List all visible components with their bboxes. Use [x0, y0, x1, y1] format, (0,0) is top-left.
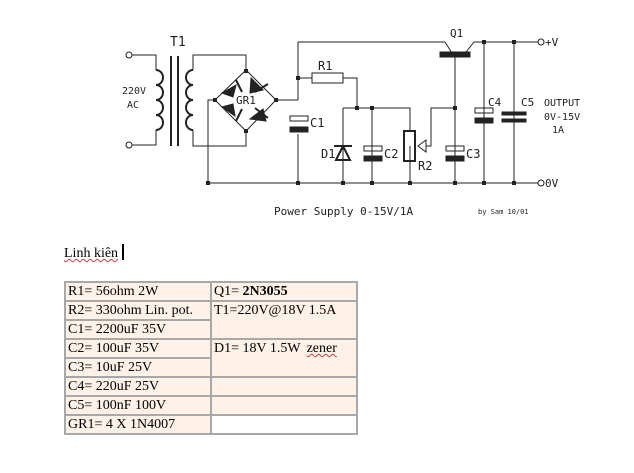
- table-row: C3= 10uF 25V: [65, 358, 357, 377]
- parts-table: R1= 56ohm 2W Q1= 2N3055 R2= 330ohm Lin. …: [64, 281, 358, 435]
- transformer-secondary-coil: [185, 69, 194, 131]
- output-terminal-positive: [537, 38, 545, 46]
- transformer-primary-coil: [155, 69, 164, 131]
- label-output-range: 0V-15V: [544, 112, 580, 123]
- table-row: R1= 56ohm 2W Q1= 2N3055: [65, 282, 357, 301]
- table-cell[interactable]: GR1= 4 X 1N4007: [65, 415, 211, 434]
- c1-capacitor-plate: [289, 115, 309, 122]
- c4-capacitor: [474, 107, 494, 114]
- table-row: R2= 330ohm Lin. pot. T1=220V@18V 1.5A: [65, 301, 357, 339]
- schematic-title: Power Supply 0-15V/1A: [274, 205, 413, 218]
- primary-wire: [132, 54, 157, 146]
- d1-spec: D1= 18V 1.5W: [214, 341, 301, 356]
- table-cell[interactable]: R2= 330ohm Lin. pot.: [65, 301, 211, 320]
- schematic-author: by Sam 10/01: [478, 208, 529, 216]
- label-c4: C4: [488, 96, 502, 109]
- power-supply-schematic: T1 220V AC GR1 R1 C1 D1 C2 R2 C3 Q1 C4 C…: [122, 27, 580, 218]
- label-input-type: AC: [127, 100, 139, 111]
- label-d1: D1: [321, 147, 335, 161]
- r1-resistor: [311, 72, 344, 84]
- label-output-current: 1A: [552, 125, 564, 136]
- table-row: GR1= 4 X 1N4007: [65, 415, 357, 434]
- label-t1: T1: [170, 35, 186, 50]
- label-c5: C5: [521, 96, 534, 109]
- c5-capacitor: [501, 111, 527, 116]
- label-input-voltage: 220V: [122, 86, 146, 97]
- text-cursor: [122, 244, 125, 260]
- table-cell[interactable]: C4= 220uF 25V: [65, 377, 211, 396]
- label-output-plus: +V: [545, 36, 559, 49]
- table-cell[interactable]: D1= 18V 1.5W zener: [211, 339, 357, 377]
- input-terminal-bottom: [125, 141, 133, 149]
- d1-zener-diode: [334, 143, 352, 161]
- label-output-zero: 0V: [545, 177, 559, 190]
- secondary-wire: [192, 54, 247, 147]
- r2-potentiometer: [403, 130, 416, 162]
- c2-capacitor: [363, 145, 383, 152]
- table-cell[interactable]: R1= 56ohm 2W: [65, 282, 211, 301]
- parts-heading[interactable]: Linh kiên: [64, 244, 125, 262]
- d1-type: zener: [306, 341, 337, 356]
- q1-prefix: Q1=: [214, 284, 243, 299]
- output-terminal-ground: [537, 179, 545, 187]
- table-row: C5= 100nF 100V: [65, 396, 357, 415]
- table-row: C4= 220uF 25V: [65, 377, 357, 396]
- table-cell[interactable]: [211, 415, 357, 434]
- parts-heading-text: Linh kiên: [64, 246, 119, 261]
- label-r2: R2: [418, 159, 432, 173]
- table-cell[interactable]: C5= 100nF 100V: [65, 396, 211, 415]
- table-row: C2= 100uF 35V D1= 18V 1.5W zener: [65, 339, 357, 377]
- label-c1: C1: [310, 116, 324, 130]
- label-c2: C2: [384, 147, 398, 161]
- table-cell[interactable]: [211, 396, 357, 415]
- bridge-diodes: [220, 76, 269, 122]
- label-r1: R1: [318, 59, 332, 73]
- positive-rail: [297, 41, 445, 183]
- table-cell[interactable]: C1= 2200uF 35V: [65, 320, 211, 339]
- table-cell[interactable]: C2= 100uF 35V: [65, 339, 211, 358]
- label-c3: C3: [466, 147, 480, 161]
- table-cell[interactable]: Q1= 2N3055: [211, 282, 357, 301]
- table-cell[interactable]: C3= 10uF 25V: [65, 358, 211, 377]
- label-gr1: GR1: [236, 94, 256, 107]
- q1-part-number: 2N3055: [242, 284, 288, 299]
- bridge-output-wire: [207, 99, 298, 183]
- q1-transistor: [439, 51, 471, 58]
- input-terminal-top: [125, 51, 133, 59]
- c3-capacitor: [445, 145, 465, 152]
- table-row: C1= 2200uF 35V: [65, 320, 357, 339]
- label-output: OUTPUT: [544, 98, 580, 109]
- table-cell[interactable]: T1=220V@18V 1.5A: [211, 301, 357, 339]
- table-cell[interactable]: [211, 377, 357, 396]
- label-q1: Q1: [450, 27, 463, 40]
